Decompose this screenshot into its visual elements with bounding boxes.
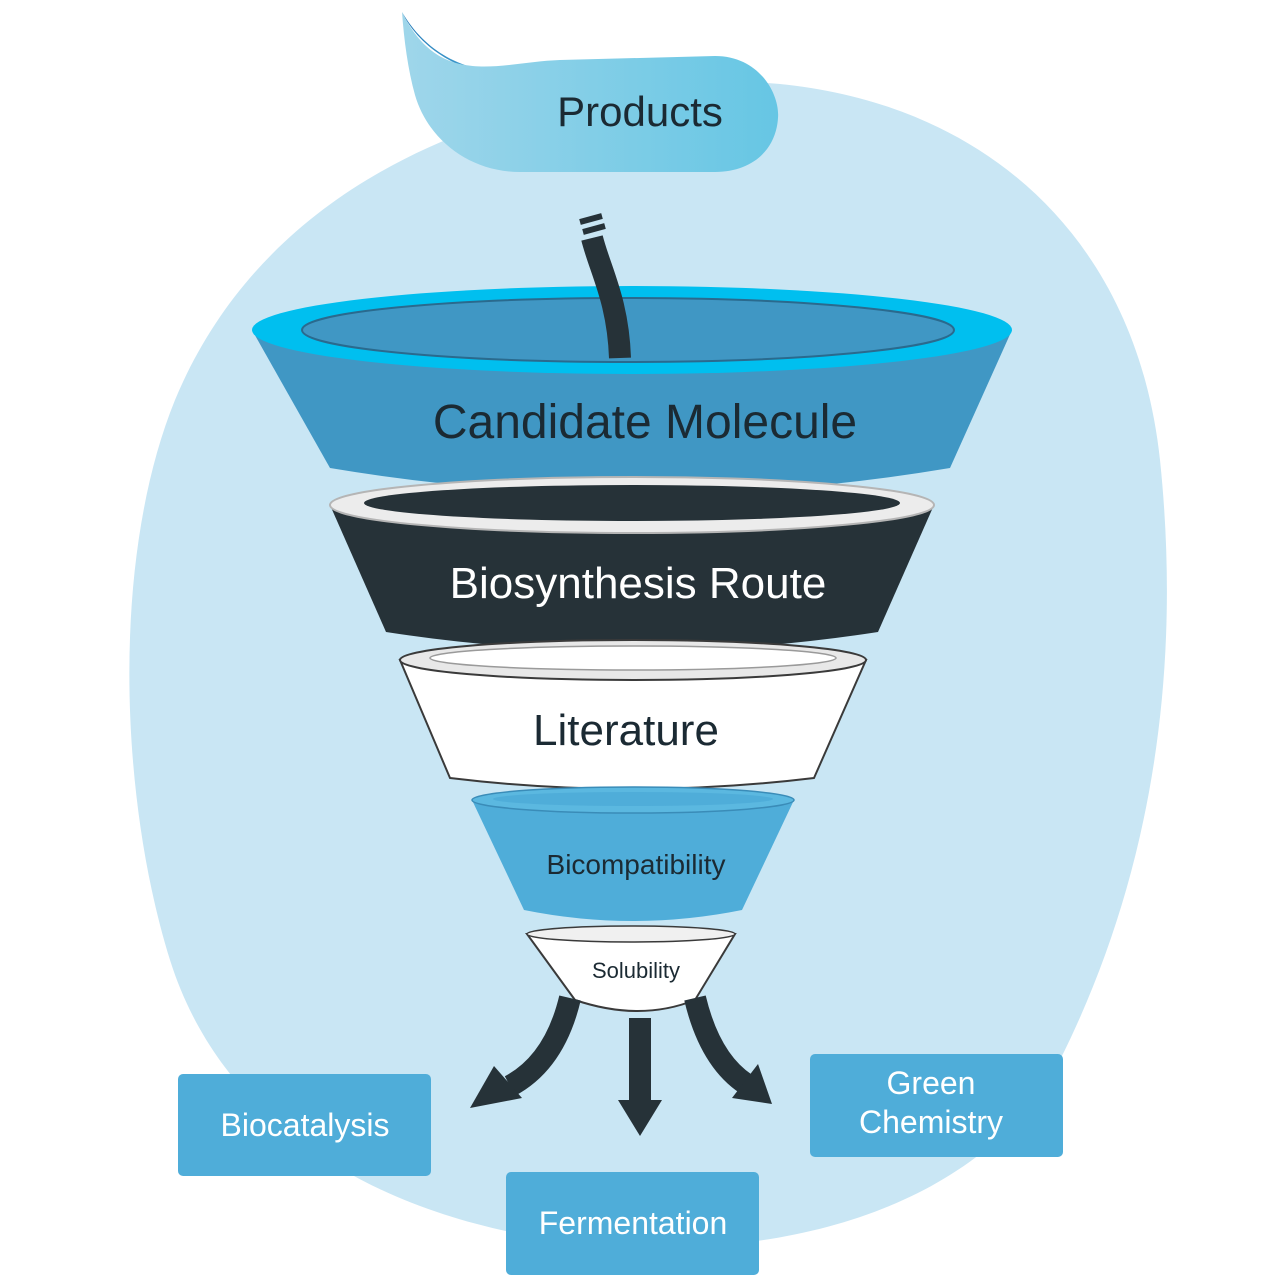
output-box-green-chemistry: Green Chemistry	[810, 1054, 1063, 1157]
products-label: Products	[557, 88, 723, 135]
output-label-line1: Green	[887, 1065, 976, 1101]
stage-body	[330, 505, 934, 651]
output-label: Biocatalysis	[221, 1107, 390, 1143]
funnel-stage-biosynthesis-route: Biosynthesis Route	[329, 476, 935, 651]
funnel-stage-solubility: Solubility	[525, 925, 737, 1012]
products-pill	[402, 12, 779, 172]
rim-inner	[493, 792, 773, 806]
input-pipe-icon	[579, 213, 631, 359]
funnel-stage-candidate-molecule: Candidate Molecule	[252, 286, 1012, 494]
stage-label: Literature	[533, 706, 719, 755]
stage-label: Candidate Molecule	[433, 396, 857, 449]
arrow-right-icon	[684, 995, 753, 1094]
arrow-right-head	[732, 1064, 772, 1104]
stage-label: Biosynthesis Route	[450, 559, 827, 608]
stage-label: Solubility	[592, 958, 680, 983]
funnel-stage-bicompatibility: Bicompatibility	[471, 786, 795, 921]
output-label: Fermentation	[539, 1205, 728, 1241]
arrow-left-icon	[504, 995, 581, 1096]
stage-body	[472, 800, 794, 921]
output-label-line2: Chemistry	[859, 1104, 1003, 1140]
output-box-biocatalysis: Biocatalysis	[178, 1074, 431, 1176]
products-tag: Products	[402, 12, 779, 172]
output-box-fermentation: Fermentation	[506, 1172, 759, 1275]
funnel-stage-literature: Literature	[398, 639, 868, 790]
stage-body	[252, 330, 1012, 494]
stage-label: Bicompatibility	[547, 849, 726, 880]
arrow-left-head	[470, 1066, 522, 1108]
output-arrows	[470, 995, 772, 1136]
rim-outer	[526, 925, 736, 943]
rim-inner	[429, 645, 837, 671]
rim-inner	[364, 485, 900, 521]
arrow-center-head	[618, 1100, 662, 1136]
